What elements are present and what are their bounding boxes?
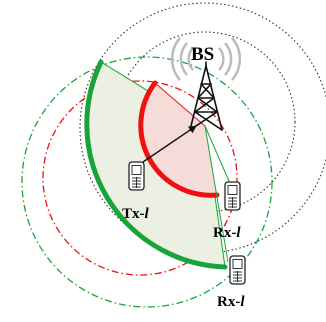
link-line-rx-far (204, 125, 229, 263)
rx-far-label: Rx-l (217, 294, 245, 310)
tx-to-bs-arrow (142, 125, 197, 163)
rx-near-label-prefix: Rx- (213, 225, 236, 241)
tx-label-index: l (145, 206, 150, 222)
rx-far-phone-icon (229, 255, 246, 285)
green-dashdot-circle (21, 56, 273, 308)
rx-near-phone-icon (224, 181, 241, 211)
inner-sector-region (140, 83, 217, 196)
rx-far-label-index: l (240, 294, 245, 310)
rx-near-label-index: l (236, 225, 241, 241)
tx-label-prefix: Tx- (122, 206, 145, 222)
tx-phone-icon (128, 161, 145, 191)
rx-near-label: Rx-l (213, 225, 241, 241)
link-line-rx-near (204, 125, 233, 189)
bs-label: BS (191, 44, 214, 65)
rx-far-label-prefix: Rx- (217, 294, 240, 310)
red-dashdot-circle (42, 80, 238, 276)
outer-sector-arc (84, 59, 228, 270)
tx-label: Tx-l (122, 206, 150, 222)
radio-waves-icon (170, 37, 242, 81)
inner-sector-edge (154, 82, 206, 127)
inner-sector-arc (138, 80, 220, 198)
